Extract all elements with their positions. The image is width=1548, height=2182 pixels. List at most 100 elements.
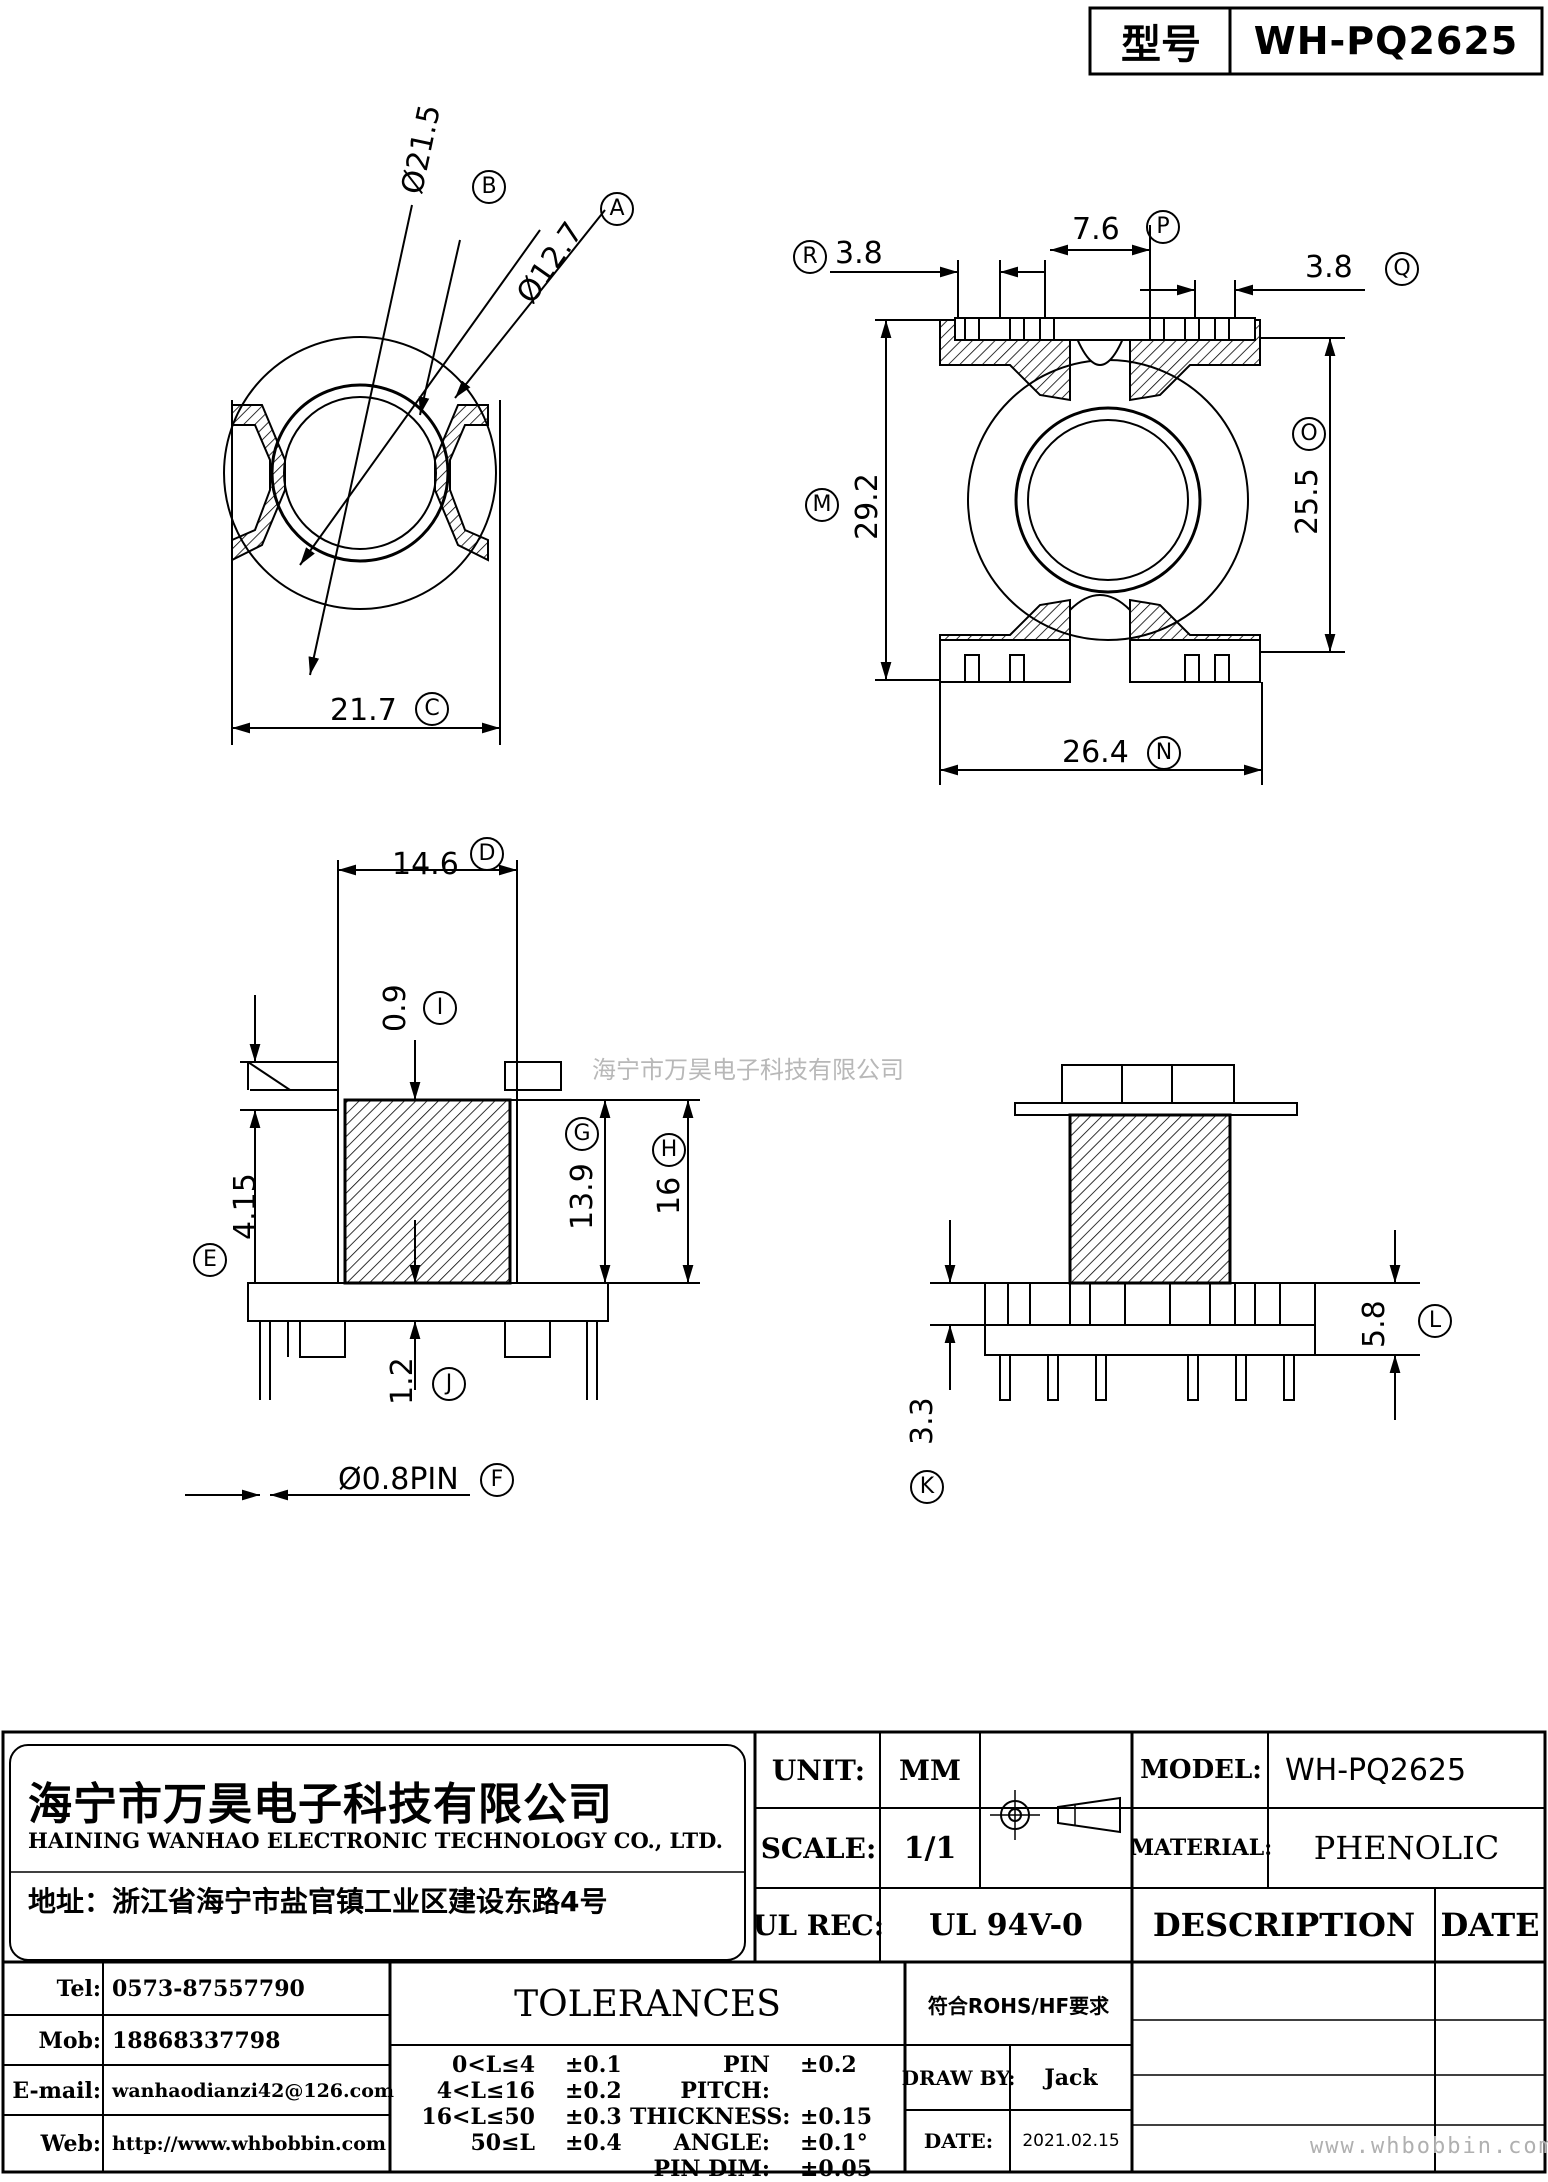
dim-c-width: 21.7 <box>330 693 397 728</box>
scale-value: 1/1 <box>903 1830 957 1866</box>
tolerance-range: 0<L≤4 <box>452 2052 535 2078</box>
drawby-value: Jack <box>1044 2065 1098 2091</box>
dim-r-pitch: 3.8 <box>835 236 883 271</box>
tolerance-spec-label: PIN PITCH: <box>680 2052 770 2104</box>
dim-f-pin: Ø0.8PIN <box>338 1462 459 1497</box>
watermark-url: www.whbobbin.com <box>1310 2134 1548 2159</box>
callout-p-letter: P <box>1146 210 1180 244</box>
scale-label: SCALE: <box>760 1831 877 1865</box>
company-address: 地址：浙江省海宁市盐官镇工业区建设东路4号 <box>28 1885 608 1918</box>
mob-label: Mob: <box>38 2027 101 2054</box>
tolerance-value: ±0.3 <box>565 2104 622 2130</box>
tolerance-spec-label: THICKNESS: <box>630 2104 791 2130</box>
dim-j-height: 1.2 <box>385 1357 420 1405</box>
bottom-right-view <box>930 1064 1420 1420</box>
callout-b-letter: B <box>472 170 506 204</box>
callout-k-letter: K <box>910 1470 944 1504</box>
rohs-compliance: 符合ROHS/HF要求 <box>927 1993 1110 2018</box>
callout-o-letter: O <box>1292 417 1326 451</box>
date-label: DATE: <box>923 2129 994 2153</box>
watermark-company: 海宁市万昊电子科技有限公司 <box>592 1056 904 1084</box>
dim-l-height: 5.8 <box>1357 1300 1392 1348</box>
dim-g-height: 13.9 <box>565 1163 600 1230</box>
title-block-grid <box>1 1730 1547 2174</box>
callout-l-letter: L <box>1418 1304 1452 1338</box>
header-model-label: 型号 <box>1121 22 1201 68</box>
callout-a-letter: A <box>600 192 634 226</box>
model-label: MODEL: <box>1140 1755 1262 1785</box>
tolerance-spec-value: ±0.1° <box>800 2130 868 2156</box>
tolerance-range-row: 0<L≤4 ±0.1 <box>400 2052 650 2078</box>
callout-e-letter: E <box>193 1243 227 1277</box>
mob-value: 18868337798 <box>112 2027 281 2054</box>
dim-p-pitch: 7.6 <box>1072 212 1120 247</box>
callout-n-letter: N <box>1147 736 1181 770</box>
web-value[interactable]: http://www.whbobbin.com <box>112 2132 387 2155</box>
callout-q-letter: Q <box>1385 252 1419 286</box>
dim-m-height: 29.2 <box>850 473 885 540</box>
material-value: PHENOLIC <box>1313 1829 1500 1867</box>
callout-h-letter: H <box>652 1133 686 1167</box>
email-value[interactable]: wanhaodianzi42@126.com <box>112 2079 394 2102</box>
projection-symbol-icon <box>985 1785 1125 1845</box>
callout-j-letter: J <box>432 1367 466 1401</box>
tolerance-range: 4<L≤16 <box>436 2078 535 2104</box>
tolerance-range: 50≤L <box>470 2130 535 2156</box>
dim-h-height: 16 <box>652 1176 687 1215</box>
tel-value: 0573-87557790 <box>112 1976 305 2002</box>
dim-q-pitch: 3.8 <box>1305 250 1353 285</box>
description-header: DESCRIPTION <box>1152 1906 1416 1944</box>
callout-d-letter: D <box>470 837 504 871</box>
unit-label: UNIT: <box>771 1753 866 1787</box>
tolerance-value: ±0.1 <box>565 2052 622 2078</box>
tolerance-range: 16<L≤50 <box>421 2104 535 2130</box>
material-label: MATERIAL: <box>1129 1835 1273 1861</box>
web-label: Web: <box>40 2130 101 2157</box>
dim-d-width: 14.6 <box>392 847 459 882</box>
model-value: WH-PQ2625 <box>1285 1752 1467 1788</box>
tolerance-value: ±0.2 <box>565 2078 622 2104</box>
tolerance-range-row: 4<L≤16 ±0.2 <box>400 2078 650 2104</box>
dim-e-height: 4.15 <box>228 1173 263 1240</box>
tolerance-ranges: 0<L≤4 ±0.1 4<L≤16 ±0.2 16<L≤50 ±0.3 50≤L ±0.… <box>400 2052 650 2156</box>
dim-n-width: 26.4 <box>1062 735 1129 770</box>
unit-value: MM <box>899 1753 961 1787</box>
callout-g-letter: G <box>565 1117 599 1151</box>
callout-i-letter: I <box>423 991 457 1025</box>
tolerance-specs: PIN PITCH: ±0.2 THICKNESS: ±0.15 ANGLE: ±0.… <box>630 2052 900 2182</box>
date-header: DATE <box>1440 1906 1540 1944</box>
tolerance-spec-label: PIN DIM: <box>653 2156 770 2182</box>
tel-label: Tel: <box>56 1976 101 2002</box>
callout-m-letter: M <box>805 488 839 522</box>
tolerance-spec-row: PIN PITCH: ±0.2 <box>630 2052 900 2104</box>
email-label: E-mail: <box>12 2077 101 2104</box>
bottom-left-view <box>185 860 700 1501</box>
tolerance-range-row: 16<L≤50 ±0.3 <box>400 2104 650 2130</box>
company-name-en: HAINING WANHAO ELECTRONIC TECHNOLOGY CO.… <box>28 1828 723 1853</box>
top-left-view <box>223 204 606 745</box>
tolerance-spec-value: ±0.15 <box>800 2104 873 2130</box>
top-right-view <box>830 225 1365 785</box>
dim-k-height: 3.3 <box>905 1397 940 1445</box>
header-model-box <box>1088 6 1544 76</box>
ulrec-value: UL 94V-0 <box>929 1907 1083 1943</box>
tolerance-value: ±0.4 <box>565 2130 622 2156</box>
dim-o-height: 25.5 <box>1290 468 1325 535</box>
callout-c-letter: C <box>415 692 449 726</box>
header-model-value: WH-PQ2625 <box>1253 19 1519 63</box>
tolerance-spec-row: THICKNESS: ±0.15 <box>630 2104 900 2130</box>
drawby-label: DRAW BY: <box>901 2066 1016 2090</box>
tolerance-range-row: 50≤L ±0.4 <box>400 2130 650 2156</box>
tolerance-spec-row: PIN DIM: ±0.05 <box>630 2156 900 2182</box>
callout-r-letter: R <box>793 240 827 274</box>
tolerance-spec-value: ±0.2 <box>800 2052 857 2078</box>
callout-f-letter: F <box>480 1463 514 1497</box>
company-name-cn: 海宁市万昊电子科技有限公司 <box>28 1779 613 1830</box>
tolerances-title: TOLERANCES <box>514 1983 781 2025</box>
tolerance-spec-label: ANGLE: <box>673 2130 770 2156</box>
date-value: 2021.02.15 <box>1022 2131 1120 2151</box>
ulrec-label: UL REC: <box>752 1908 885 1942</box>
tolerance-spec-value: ±0.05 <box>800 2156 873 2182</box>
tolerance-spec-row: ANGLE: ±0.1° <box>630 2130 900 2156</box>
